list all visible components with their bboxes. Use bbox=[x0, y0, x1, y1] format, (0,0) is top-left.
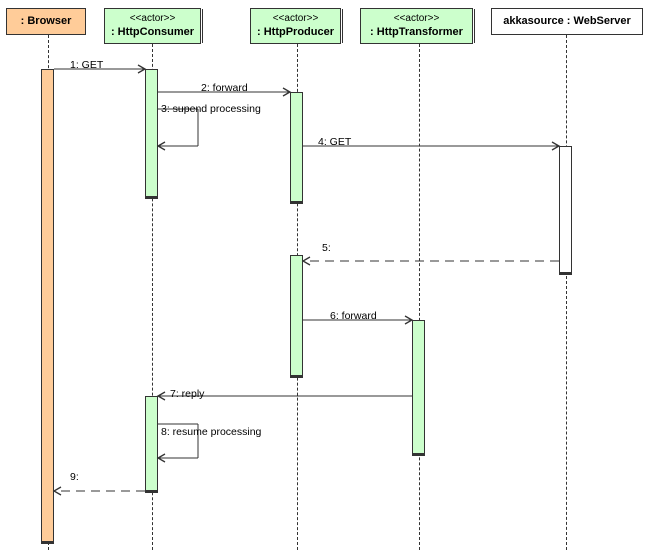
activation-bar-webserver[interactable] bbox=[559, 146, 572, 275]
lifeline-name-httptransformer: : HttpTransformer bbox=[370, 25, 463, 38]
stereotype-httpproducer: <<actor>> bbox=[272, 13, 319, 25]
message-label-6: 6: forward bbox=[330, 310, 377, 322]
stereotype-httpconsumer: <<actor>> bbox=[129, 13, 176, 25]
lifeline-name-browser: : Browser bbox=[20, 15, 72, 28]
activation-bar-browser[interactable] bbox=[41, 69, 54, 544]
lifeline-header-httpproducer[interactable]: <<actor>> : HttpProducer bbox=[250, 8, 341, 44]
stereotype-httptransformer: <<actor>> bbox=[393, 13, 440, 25]
lifeline-header-browser[interactable]: : Browser bbox=[6, 8, 86, 35]
message-label-1: 1: GET bbox=[70, 59, 104, 71]
message-label-4: 4: GET bbox=[318, 136, 352, 148]
lifeline-httpconsumer bbox=[152, 44, 153, 550]
lifeline-header-httpconsumer[interactable]: <<actor>> : HttpConsumer bbox=[104, 8, 201, 44]
activation-bar-httptransformer[interactable] bbox=[412, 320, 425, 456]
lifeline-httptransformer bbox=[419, 44, 420, 550]
lifeline-name-webserver: akkasource : WebServer bbox=[503, 15, 631, 28]
activation-bar-httpconsumer[interactable] bbox=[145, 69, 158, 199]
lifeline-name-httpproducer: : HttpProducer bbox=[257, 25, 334, 38]
activation-bar-httpproducer[interactable] bbox=[290, 92, 303, 204]
lifeline-name-httpconsumer: : HttpConsumer bbox=[110, 25, 195, 38]
lifeline-webserver bbox=[566, 35, 567, 550]
activation-bar-httpproducer[interactable] bbox=[290, 255, 303, 378]
message-label-8: 8: resume processing bbox=[161, 426, 262, 438]
message-label-2: 2: forward bbox=[201, 82, 248, 94]
message-label-9: 9: bbox=[70, 471, 79, 483]
message-label-5: 5: bbox=[322, 242, 331, 254]
lifeline-header-webserver[interactable]: akkasource : WebServer bbox=[491, 8, 643, 35]
message-label-3: 3: supend processing bbox=[161, 103, 261, 115]
lifeline-header-httptransformer[interactable]: <<actor>> : HttpTransformer bbox=[360, 8, 473, 44]
message-label-7: 7: reply bbox=[170, 388, 205, 400]
activation-bar-httpconsumer[interactable] bbox=[145, 396, 158, 493]
